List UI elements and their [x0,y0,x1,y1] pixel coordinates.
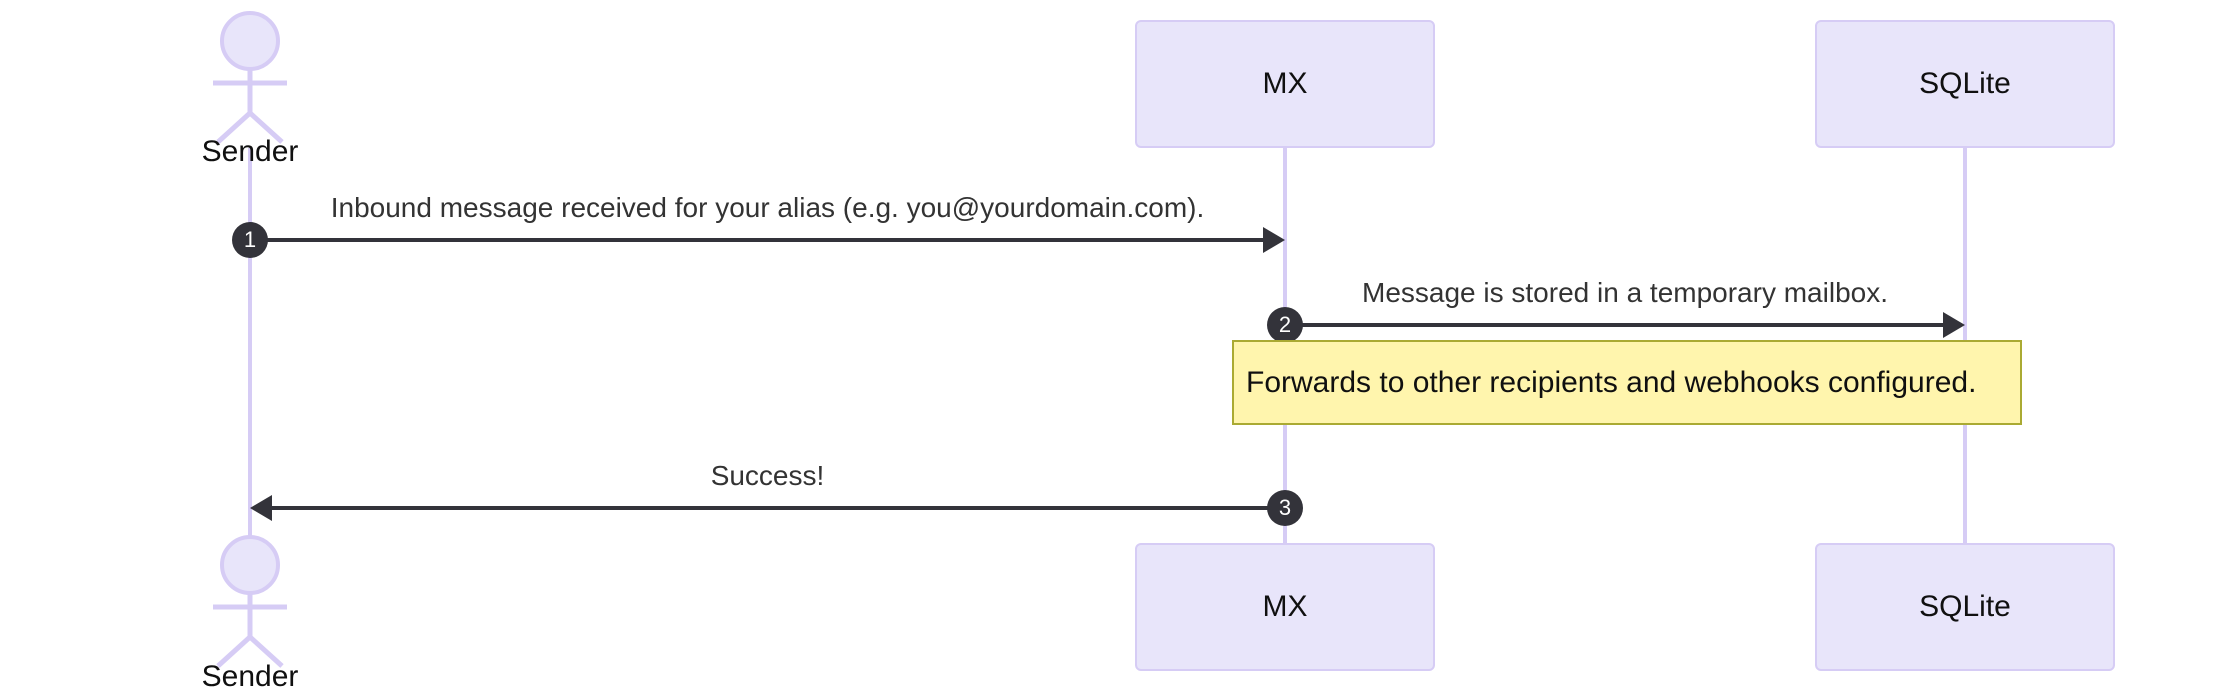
message-2-arrowhead [1943,312,1965,338]
note-forwards-text: Forwards to other recipients and webhook… [1246,365,1977,399]
message-1-label: Inbound message received for your alias … [330,192,1205,223]
message-2-sequence-badge: 2 [1267,307,1303,343]
participant-mx-bottom-label: MX [1262,590,1308,623]
message-3-sequence-badge: 3 [1267,490,1303,526]
message-1-line [250,238,1263,242]
participant-mx-bottom[interactable]: MX [1135,543,1435,671]
note-forwards: Forwards to other recipients and webhook… [1232,340,2022,425]
actor-sender-bottom[interactable] [190,532,310,682]
participant-mx-top-label: MX [1262,67,1308,100]
participant-sqlite-top-label: SQLite [1919,67,2011,100]
participant-sqlite-bottom-label: SQLite [1919,590,2011,623]
participant-sqlite-bottom[interactable]: SQLite [1815,543,2115,671]
participant-mx-top[interactable]: MX [1135,20,1435,148]
message-1-sequence-badge: 1 [232,222,268,258]
actor-sender-top-label: Sender [201,135,299,168]
message-3-arrowhead [250,495,272,521]
message-2-line [1285,323,1943,327]
actor-sender-top[interactable] [190,8,310,158]
participant-sqlite-top[interactable]: SQLite [1815,20,2115,148]
message-2-label: Message is stored in a temporary mailbox… [1362,277,1888,308]
actor-sender-bottom-label: Sender [201,660,299,693]
message-1-arrowhead [1263,227,1285,253]
lifeline-sender [248,148,252,546]
message-3-line [272,506,1285,510]
message-3-label: Success! [710,460,825,491]
